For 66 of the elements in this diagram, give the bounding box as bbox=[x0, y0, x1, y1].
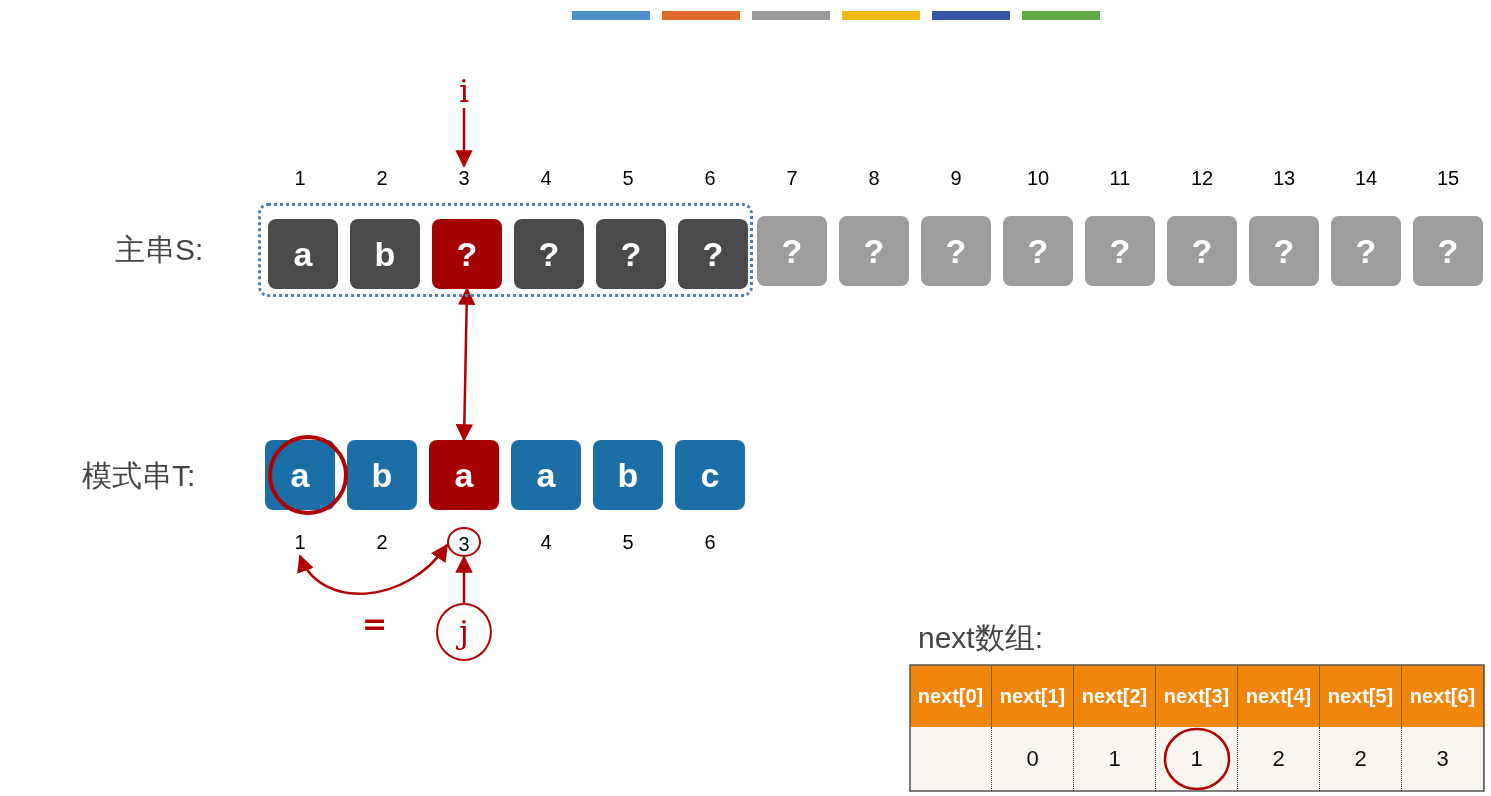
arrow bbox=[298, 543, 449, 595]
arrow bbox=[455, 555, 473, 603]
letter-tile: ? bbox=[839, 216, 909, 286]
letter-tile: b bbox=[350, 219, 420, 289]
index-number: 11 bbox=[1108, 166, 1132, 190]
letter-tile: b bbox=[347, 440, 417, 510]
index-number: 5 bbox=[621, 530, 635, 554]
table-header-cell: next[4] bbox=[1238, 665, 1320, 727]
arrow bbox=[455, 287, 476, 442]
letter-tile: b bbox=[593, 440, 663, 510]
index-number: 1 bbox=[283, 528, 317, 556]
letter-tile: ? bbox=[1413, 216, 1483, 286]
letter-tile: ? bbox=[678, 219, 748, 289]
index-number: 15 bbox=[1435, 166, 1461, 190]
letter-tile: c bbox=[675, 440, 745, 510]
index-number: 10 bbox=[1025, 166, 1051, 190]
letter-tile: a bbox=[268, 219, 338, 289]
index-number: 3 bbox=[429, 166, 499, 190]
table-cell: 0 bbox=[992, 727, 1074, 791]
letter-tile: ? bbox=[1003, 216, 1073, 286]
table-header-cell: next[2] bbox=[1074, 665, 1156, 727]
index-number: 14 bbox=[1353, 166, 1379, 190]
index-number: 5 bbox=[621, 166, 635, 190]
table-cell: 3 bbox=[1402, 727, 1484, 791]
handwritten-equals-sign: = bbox=[362, 606, 388, 641]
letter-tile: ? bbox=[1249, 216, 1319, 286]
index-number: 2 bbox=[375, 530, 389, 554]
letter-tile: ? bbox=[921, 216, 991, 286]
index-number: 2 bbox=[375, 166, 389, 190]
index-number: 13 bbox=[1271, 166, 1297, 190]
letter-tile: ? bbox=[1085, 216, 1155, 286]
index-number: 9 bbox=[949, 166, 963, 190]
letter-tile: ? bbox=[514, 219, 584, 289]
table-header-cell: next[6] bbox=[1402, 665, 1484, 727]
letter-tile: ? bbox=[432, 219, 502, 289]
index-number: 7 bbox=[785, 166, 799, 190]
index-number: 4 bbox=[539, 530, 553, 554]
table-header-cell: next[1] bbox=[992, 665, 1074, 727]
table-cell: 2 bbox=[1320, 727, 1402, 791]
table-cell: 1 bbox=[1156, 727, 1238, 791]
letter-tile: ? bbox=[1167, 216, 1237, 286]
table-cell: 1 bbox=[1074, 727, 1156, 791]
index-number: 4 bbox=[539, 166, 553, 190]
row-label: 主串S: bbox=[115, 232, 204, 268]
circled-pointer-label: j bbox=[436, 603, 492, 661]
letter-tile: ? bbox=[596, 219, 666, 289]
letter-tile: a bbox=[265, 440, 335, 510]
arrow bbox=[455, 108, 473, 168]
letter-tile: a bbox=[429, 440, 499, 510]
pointer-label: i bbox=[449, 72, 479, 108]
letter-tile: ? bbox=[757, 216, 827, 286]
table-header-cell: next[0] bbox=[910, 665, 992, 727]
table-header-cell: next[3] bbox=[1156, 665, 1238, 727]
index-number: 1 bbox=[293, 166, 307, 190]
index-number: 6 bbox=[703, 166, 717, 190]
table-title: next数组: bbox=[918, 620, 1044, 656]
row-label: 模式串T: bbox=[82, 458, 196, 494]
letter-tile: a bbox=[511, 440, 581, 510]
index-number: 8 bbox=[867, 166, 881, 190]
dotted-frame bbox=[258, 203, 753, 297]
table-header-cell: next[5] bbox=[1320, 665, 1402, 727]
circled-number: 3 bbox=[447, 527, 481, 557]
index-number: 6 bbox=[703, 530, 717, 554]
letter-tile: ? bbox=[1331, 216, 1401, 286]
index-number: 12 bbox=[1189, 166, 1215, 190]
table-cell: 2 bbox=[1238, 727, 1320, 791]
